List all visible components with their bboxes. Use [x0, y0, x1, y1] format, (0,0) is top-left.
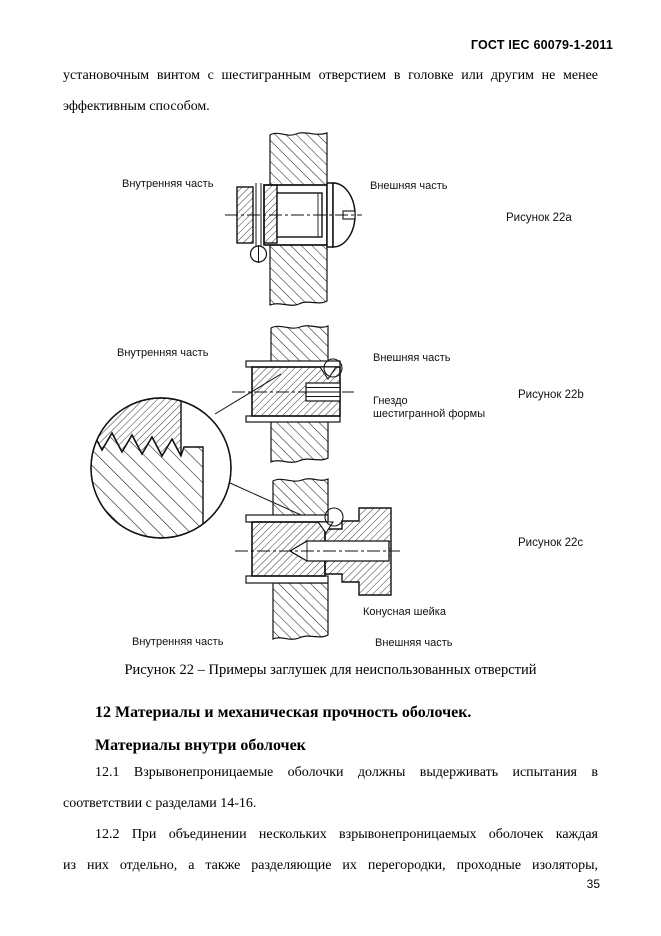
para-12-1-line-2: соответствии с разделами 14-16. — [63, 796, 257, 811]
fig22a-label-outer: Внешняя часть — [370, 180, 448, 192]
doc-header-title: ГОСТ IEC 60079-1-2011 — [470, 38, 613, 52]
fig22c-label-neck: Конусная шейка — [363, 606, 446, 618]
figure-22-caption: Рисунок 22 – Примеры заглушек для неиспо… — [124, 662, 537, 678]
fig22a-label-inner: Внутренняя часть — [122, 178, 214, 190]
intro-paragraph: установочным винтом с шестигранным отвер… — [63, 60, 598, 122]
section-12-heading: 12 Материалы и механическая прочность об… — [63, 696, 598, 762]
para-12-2-line-1: 12.2 При объединении нескольких взрывоне… — [95, 827, 598, 842]
fig22c-label-inner: Внутренняя часть — [132, 636, 224, 648]
fig22a-drawing — [225, 132, 362, 306]
paragraph-12-2: 12.2 При объединении нескольких взрывоне… — [63, 819, 598, 881]
fig22a-name: Рисунок 22a — [506, 212, 572, 224]
fig22b-socket-line2: шестигранной формы — [373, 408, 486, 420]
para-12-2-line-2: из них отдельно, а также разделяющие их … — [63, 858, 598, 873]
intro-line-1: установочным винтом с шестигранным отвер… — [63, 68, 598, 83]
fig22b-socket-line1: Гнездо — [373, 395, 408, 407]
paragraph-12-1: 12.1 Взрывонепроницаемые оболочки должны… — [63, 757, 598, 819]
fig22b-label-outer: Внешняя часть — [373, 352, 451, 364]
fig22b-name: Рисунок 22b — [518, 389, 584, 401]
intro-line-2: эффективным способом. — [63, 99, 210, 114]
figure-22: Внутренняя часть Внешняя часть Рисунок 2… — [0, 125, 661, 660]
fig22b-label-inner: Внутренняя часть — [117, 347, 209, 359]
section-12-heading-line2: Материалы внутри оболочек — [95, 737, 306, 754]
fig22c-name: Рисунок 22c — [518, 537, 584, 549]
page-number: 35 — [586, 877, 600, 891]
figure-22-drawing — [90, 132, 400, 640]
para-12-1-line-1: 12.1 Взрывонепроницаемые оболочки должны… — [95, 765, 598, 780]
fig22b-drawing — [232, 325, 354, 463]
fig22b-socket-label: Гнездо шестигранной формы — [373, 395, 485, 421]
fig22c-drawing — [235, 478, 400, 640]
section-12-heading-line1: 12 Материалы и механическая прочность об… — [95, 704, 472, 721]
fig22c-label-outer: Внешняя часть — [375, 637, 453, 649]
